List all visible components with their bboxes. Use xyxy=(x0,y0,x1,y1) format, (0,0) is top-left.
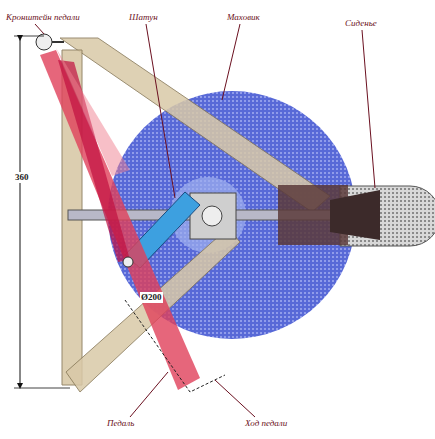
dimension-line xyxy=(20,38,21,386)
part-label: Маховик xyxy=(226,12,261,23)
part-label: Кронштейн педали xyxy=(5,12,81,23)
dimension-label: 360 xyxy=(14,172,30,183)
pedal-shadow xyxy=(56,48,130,176)
part-label: Ход педали xyxy=(244,418,288,429)
dimension-label: Ø200 xyxy=(140,292,163,303)
pedal-bracket xyxy=(36,34,52,50)
leader-lines xyxy=(35,24,375,417)
pedal xyxy=(40,50,200,390)
pivot xyxy=(123,257,133,267)
part-label: Сиденье xyxy=(344,18,378,29)
seat-clamp xyxy=(330,190,380,240)
part-label: Шатун xyxy=(128,12,159,23)
shaft xyxy=(202,206,222,226)
part-label: Педаль xyxy=(106,418,135,429)
pedal-stroke xyxy=(125,300,225,392)
gearbox xyxy=(190,193,236,239)
